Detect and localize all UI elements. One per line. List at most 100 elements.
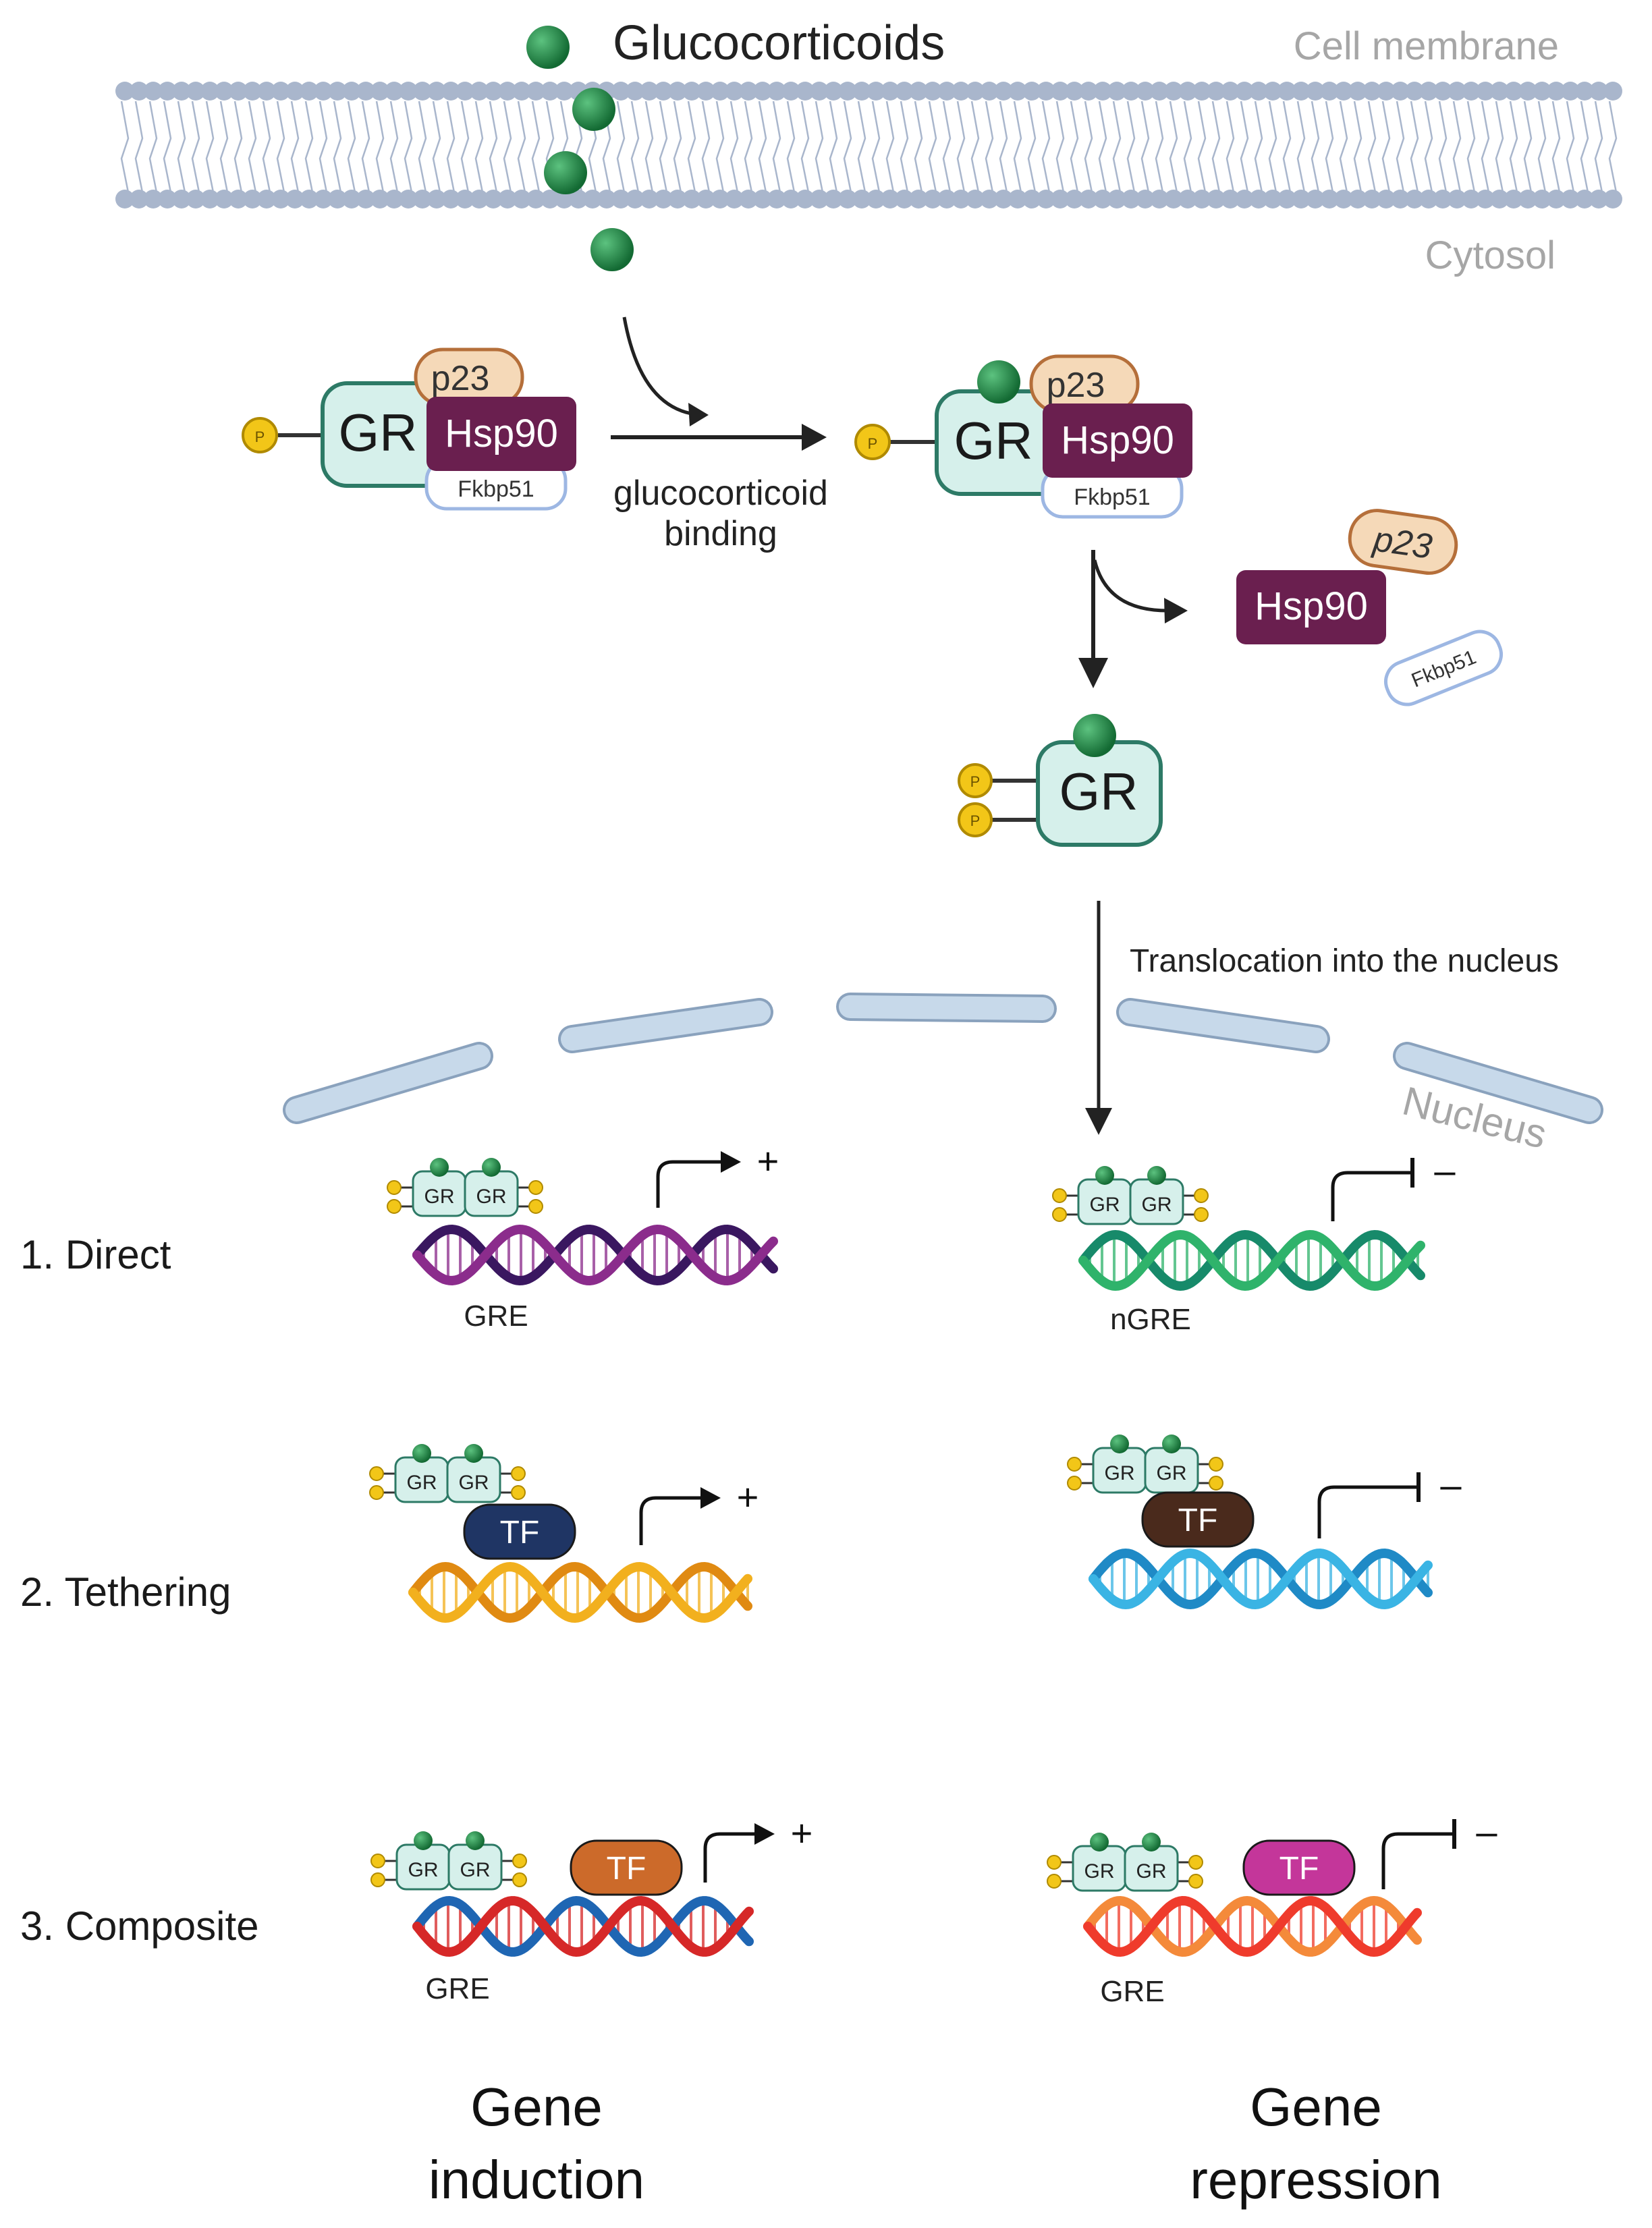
glucocorticoid-molecule	[1095, 1166, 1114, 1185]
lipid-head	[668, 82, 687, 101]
lipid-tail	[1381, 101, 1391, 193]
dna-strand	[412, 1224, 778, 1286]
glucocorticoid-molecule	[1073, 714, 1116, 757]
lipid-tail	[517, 101, 526, 193]
lipid-tail	[489, 101, 498, 193]
hsp90-protein	[426, 397, 576, 471]
tf-composite-repression: TF	[1242, 1839, 1356, 1896]
phosphate-icon	[242, 417, 278, 453]
lipid-tail	[630, 101, 640, 193]
lipid-head	[1093, 82, 1112, 101]
transcription-block-arrow	[1331, 1171, 1412, 1221]
lipid-head	[300, 190, 319, 208]
induction-sign: +	[737, 1476, 759, 1518]
lipid-head	[158, 82, 177, 101]
dna-strand	[412, 1895, 754, 1957]
lipid-head	[555, 82, 574, 101]
lipid-head	[1589, 190, 1608, 208]
inactive-gr-complex: P GR Fkbp51 p23 Hsp90	[242, 347, 576, 511]
lipid-tail	[1155, 101, 1164, 193]
lipid-head	[838, 82, 857, 101]
lipid-head	[1547, 82, 1566, 101]
lipid-tail	[1183, 101, 1192, 193]
cell-membrane-label: Cell membrane	[1294, 24, 1559, 68]
lipid-head	[484, 82, 503, 101]
lipid-head	[555, 190, 574, 208]
lipid-tail	[1353, 101, 1362, 193]
phosphate-icon	[1047, 1855, 1062, 1870]
lipid-head	[1235, 190, 1254, 208]
lipid-tail	[276, 101, 285, 193]
lipid-tail	[1452, 101, 1462, 193]
lipid-head	[654, 82, 673, 101]
dna-strand	[1083, 1895, 1422, 1957]
lipid-tail	[219, 101, 229, 193]
lipid-tail	[985, 101, 994, 193]
lipid-tail	[1296, 101, 1306, 193]
lipid-head	[810, 190, 829, 208]
phosphate-icon	[511, 1466, 526, 1481]
lipid-head	[952, 190, 970, 208]
lipid-head	[1518, 190, 1537, 208]
lipid-head	[852, 82, 871, 101]
lipid-head	[1065, 190, 1084, 208]
glucocorticoid-molecule	[544, 151, 587, 194]
lipid-tail	[1268, 101, 1277, 193]
p23-label: p23	[1047, 366, 1105, 405]
lipid-head	[484, 190, 503, 208]
lipid-head	[1221, 190, 1240, 208]
lipid-head	[923, 82, 942, 101]
lipid-head	[725, 190, 744, 208]
glucocorticoids-label: Glucocorticoids	[613, 16, 945, 70]
lipid-tail	[914, 101, 923, 193]
lipid-head	[1249, 190, 1268, 208]
lipid-head	[909, 82, 928, 101]
lipid-head	[144, 82, 163, 101]
lipid-tail	[786, 101, 796, 193]
tf-label: TF	[500, 1515, 540, 1551]
lipid-head	[824, 190, 843, 208]
phosphate-icon	[1194, 1207, 1209, 1222]
lipid-head	[838, 190, 857, 208]
binding-label-line2: binding	[664, 514, 777, 553]
lipid-tail	[659, 101, 668, 193]
lipid-tail	[1594, 101, 1603, 193]
lipid-head	[1448, 82, 1466, 101]
gr-label: GR	[424, 1186, 455, 1208]
lipid-head	[1093, 190, 1112, 208]
glucocorticoid-molecule	[466, 1831, 485, 1850]
gene-induction-heading-line1: Gene	[470, 2077, 603, 2137]
lipid-head	[1504, 82, 1523, 101]
gr-label: GR	[1105, 1462, 1135, 1484]
lipid-head	[1107, 190, 1126, 208]
lipid-tail	[205, 101, 215, 193]
lipid-head	[966, 190, 985, 208]
phosphate-icon	[369, 1485, 384, 1500]
lipid-head	[271, 82, 290, 101]
gre-label-composite-induction: GRE	[425, 1972, 489, 2005]
lipid-head	[413, 190, 432, 208]
lipid-head	[1561, 190, 1580, 208]
transcription-start-arrow	[639, 1496, 706, 1545]
lipid-head	[1277, 190, 1296, 208]
lipid-tail	[1339, 101, 1348, 193]
lipid-tail	[729, 101, 739, 193]
lipid-head	[1150, 82, 1169, 101]
lipid-tail	[1537, 101, 1547, 193]
lipid-head	[441, 82, 460, 101]
lipid-head	[1192, 82, 1211, 101]
lipid-head	[1533, 190, 1551, 208]
lipid-tail	[361, 101, 370, 193]
glucocorticoid-molecule	[977, 360, 1020, 403]
lipid-head	[1448, 190, 1466, 208]
lipid-head	[1589, 82, 1608, 101]
lipid-tail	[1608, 101, 1618, 193]
lipid-head	[668, 190, 687, 208]
dna-composite-repression	[1083, 1895, 1422, 1957]
lipid-tail	[120, 101, 130, 193]
lipid-head	[654, 190, 673, 208]
lipid-head	[753, 82, 772, 101]
lipid-tail	[1240, 101, 1249, 193]
